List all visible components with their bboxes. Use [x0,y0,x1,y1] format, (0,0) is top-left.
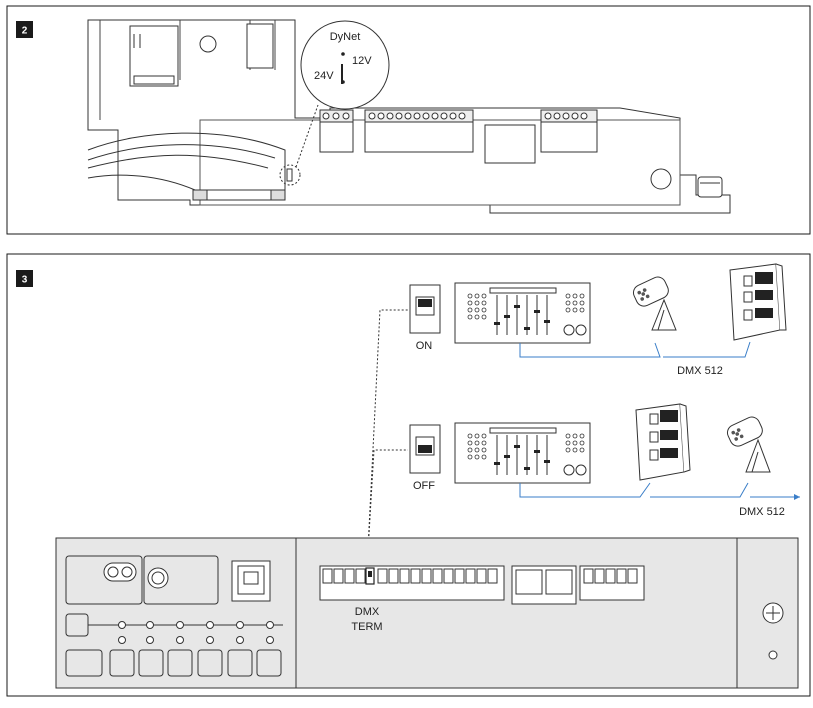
spotlight-top-icon [632,276,677,331]
top-connector-1 [246,23,274,69]
jumper-highlight [279,164,301,186]
callout-12v: 12V [352,55,372,67]
cable-curve [87,132,286,191]
console-top [454,282,591,344]
switch-off-toggle [418,445,432,453]
dynet-callout [300,20,390,110]
panel-2-badge [16,21,33,38]
housing-inner [99,20,276,120]
dmx-wire-top [519,341,751,358]
dmx-label-top: DMX 512 [677,365,723,377]
callout-title: DyNet [330,31,361,43]
panel-3-number: 3 [22,275,28,286]
panel-3-badge [16,270,33,287]
terminal-screws-b [368,112,466,120]
panel-2-number: 2 [22,26,28,37]
term-label-line1: DMX [355,606,380,618]
dmx-fixture-bottom [635,403,691,481]
switch-on-label: ON [416,340,433,352]
switch-off [409,424,441,474]
side-knob [697,176,723,198]
controller-device [55,537,799,689]
callout-leader [295,104,319,168]
spotlight-bottom-icon [726,416,771,473]
dmx-wire-bottom [519,482,800,497]
term-label-line2: TERM [351,621,382,633]
dmx-label-bottom: DMX 512 [739,506,785,518]
mount-hole-right [650,168,672,190]
leader-to-off [366,449,408,569]
leader-to-on [366,309,408,569]
callout-24v: 24V [314,70,334,82]
switch-off-label: OFF [413,480,435,492]
rj-block-top [484,124,536,164]
panel-3: 3 ON OFF [6,253,811,697]
mount-hole-top [199,35,217,53]
switch-on-toggle [418,299,432,307]
panel-2: 2 [6,5,811,235]
dmx-fixture-top [729,263,787,341]
console-bottom [454,422,591,484]
